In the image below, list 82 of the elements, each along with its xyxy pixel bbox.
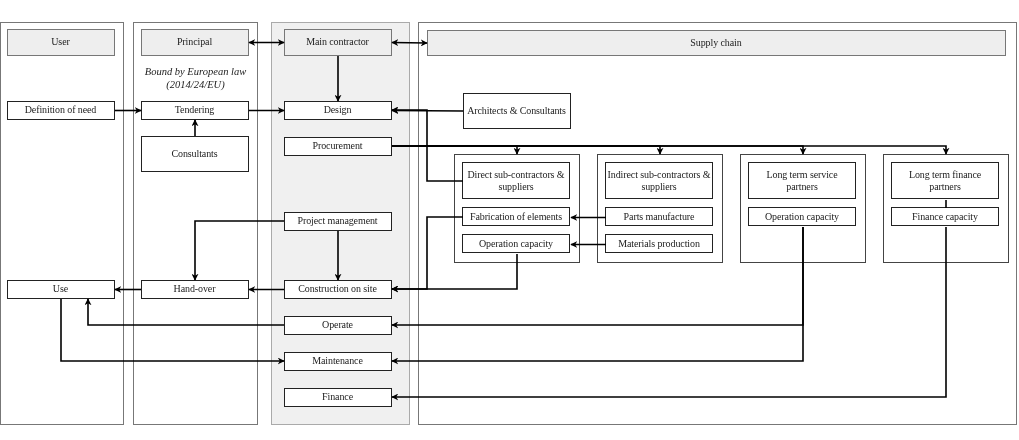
node-text: Consultants xyxy=(170,147,219,160)
process-box xyxy=(140,100,249,120)
connector-arrow xyxy=(334,55,342,102)
node-text: Fabrication of elements xyxy=(468,210,564,223)
node-text: Parts manufacture xyxy=(622,210,696,223)
node-text: Materials production xyxy=(617,237,701,250)
swimlane xyxy=(133,22,258,425)
process-box xyxy=(140,135,249,172)
node-text: Project management xyxy=(296,215,379,227)
swimlane xyxy=(0,22,124,425)
node-text: Indirect sub-contractors & suppliers xyxy=(606,169,712,192)
lane-header xyxy=(6,28,115,56)
note-text: Bound by European law (2014/24/EU) xyxy=(143,66,248,92)
node-text: Operation capacity xyxy=(478,237,554,250)
lane-header xyxy=(140,28,249,56)
node-text: Hand-over xyxy=(172,283,217,295)
connector-arrow xyxy=(248,39,285,46)
node-text: User xyxy=(50,36,71,48)
process-box xyxy=(462,234,570,253)
node-text: Finance xyxy=(321,391,354,403)
process-box xyxy=(605,234,713,253)
node-text: Use xyxy=(51,283,70,295)
group-box xyxy=(882,153,1009,263)
process-box xyxy=(283,211,392,231)
connector-arrow xyxy=(391,253,518,293)
process-box xyxy=(283,279,392,299)
node-text: Maintenance xyxy=(311,355,364,367)
node-text: Operation capacity xyxy=(764,210,840,223)
node-text: Procurement xyxy=(311,140,364,152)
lane-header xyxy=(283,28,392,56)
node-text: Supply chain xyxy=(689,36,743,49)
node-text: Design xyxy=(322,104,353,116)
process-box xyxy=(6,100,115,120)
node-text: Operate xyxy=(321,319,354,331)
connector-arrow xyxy=(60,298,285,365)
process-box xyxy=(605,207,713,226)
connector-arrow xyxy=(248,286,285,293)
connector-arrow xyxy=(84,298,285,326)
node-text: Direct sub-contractors & suppliers xyxy=(466,169,566,192)
connector-arrow xyxy=(570,241,607,248)
process-box xyxy=(891,162,999,199)
connector-arrow xyxy=(391,107,464,115)
connector-arrow xyxy=(191,220,285,281)
node-text: Long term finance partners xyxy=(907,169,983,192)
node-text: Finance capacity xyxy=(911,210,979,223)
connector-arrow xyxy=(391,39,428,47)
process-box xyxy=(283,387,392,407)
process-box xyxy=(283,136,392,156)
swimlane xyxy=(271,22,410,425)
process-box xyxy=(748,207,856,226)
process-box xyxy=(283,351,392,371)
node-text: Construction on site xyxy=(297,283,378,295)
connector-arrow xyxy=(114,107,142,114)
group-box xyxy=(739,153,866,263)
process-box xyxy=(283,100,392,120)
connector-arrow xyxy=(391,106,464,182)
node-text: Tendering xyxy=(173,104,216,116)
process-box xyxy=(462,162,570,199)
connector-arrow xyxy=(391,226,947,401)
connector-arrow xyxy=(248,107,285,114)
connector-arrow xyxy=(391,226,804,365)
node-text: Long term service partners xyxy=(765,169,839,192)
process-box xyxy=(891,207,999,226)
lane-header xyxy=(426,29,1006,56)
group-box xyxy=(596,153,723,263)
group-box xyxy=(453,153,580,263)
process-box xyxy=(140,279,249,299)
connector-arrow xyxy=(334,230,342,281)
node-text: Principal xyxy=(175,36,214,48)
process-box xyxy=(462,92,571,129)
connector-arrow xyxy=(570,214,607,221)
connector-arrow xyxy=(191,119,199,137)
swimlane xyxy=(418,22,1017,425)
process-box xyxy=(605,162,713,199)
process-box xyxy=(6,279,115,299)
node-text: Architects & Consultants xyxy=(466,104,567,117)
node-text: Main contractor xyxy=(305,36,370,48)
process-box xyxy=(748,162,856,199)
process-box xyxy=(462,207,570,226)
connector-arrow xyxy=(114,286,142,293)
process-box xyxy=(283,315,392,335)
node-text: Definition of need xyxy=(23,104,98,116)
